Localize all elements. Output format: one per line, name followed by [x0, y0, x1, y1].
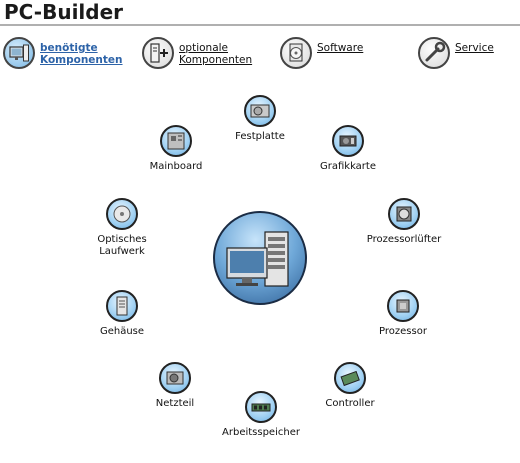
component-gehaeuse[interactable]: Gehäuse [92, 290, 152, 338]
component-label: Gehäuse [99, 326, 145, 337]
wrench-icon [418, 37, 450, 69]
power-supply-icon [159, 362, 191, 394]
component-label: Mainboard [149, 161, 203, 172]
component-label: Grafikkarte [319, 161, 376, 172]
component-label: Prozessorlüfter [366, 234, 442, 245]
title-divider [0, 24, 520, 26]
nav-service[interactable]: Service [418, 37, 494, 69]
component-label: Controller [325, 398, 375, 409]
component-mainboard[interactable]: Mainboard [146, 125, 206, 173]
software-cd-icon [280, 37, 312, 69]
nav-software[interactable]: Software [280, 37, 363, 69]
component-label: Prozessor [379, 326, 427, 337]
component-prozessor[interactable]: Prozessor [370, 290, 436, 338]
nav-required-label[interactable]: benötigte Komponenten [40, 42, 123, 66]
component-grafikkarte[interactable]: Grafikkarte [316, 125, 380, 173]
component-optisches-laufwerk[interactable]: Optisches Laufwerk [92, 198, 152, 258]
component-prozessorluefter[interactable]: Prozessorlüfter [362, 198, 446, 246]
nav-optional-components[interactable]: optionale Komponenten [142, 37, 252, 69]
component-label: Netzteil [155, 398, 195, 409]
component-arbeitsspeicher[interactable]: Arbeitsspeicher [216, 391, 306, 439]
page-title: PC-Builder [4, 0, 124, 24]
ram-icon [245, 391, 277, 423]
component-label: Optisches Laufwerk [97, 234, 147, 257]
hard-drive-icon [244, 95, 276, 127]
component-netzteil[interactable]: Netzteil [145, 362, 205, 410]
pc-case-icon [106, 290, 138, 322]
nav-software-label[interactable]: Software [317, 42, 364, 54]
component-controller[interactable]: Controller [318, 362, 382, 410]
computer-monitor-icon [3, 37, 35, 69]
component-festplatte[interactable]: Festplatte [230, 95, 290, 143]
nav-service-label[interactable]: Service [455, 42, 494, 54]
controller-card-icon [334, 362, 366, 394]
optical-drive-icon [106, 198, 138, 230]
cpu-icon [387, 290, 419, 322]
graphics-card-icon [332, 125, 364, 157]
pc-center-icon[interactable] [213, 211, 307, 305]
cpu-fan-icon [388, 198, 420, 230]
nav-required-components[interactable]: benötigte Komponenten [3, 37, 123, 69]
nav-optional-label[interactable]: optionale Komponenten [179, 42, 253, 66]
mainboard-icon [160, 125, 192, 157]
component-label: Arbeitsspeicher [222, 427, 300, 438]
computer-plus-icon [142, 37, 174, 69]
component-label: Festplatte [235, 131, 285, 142]
